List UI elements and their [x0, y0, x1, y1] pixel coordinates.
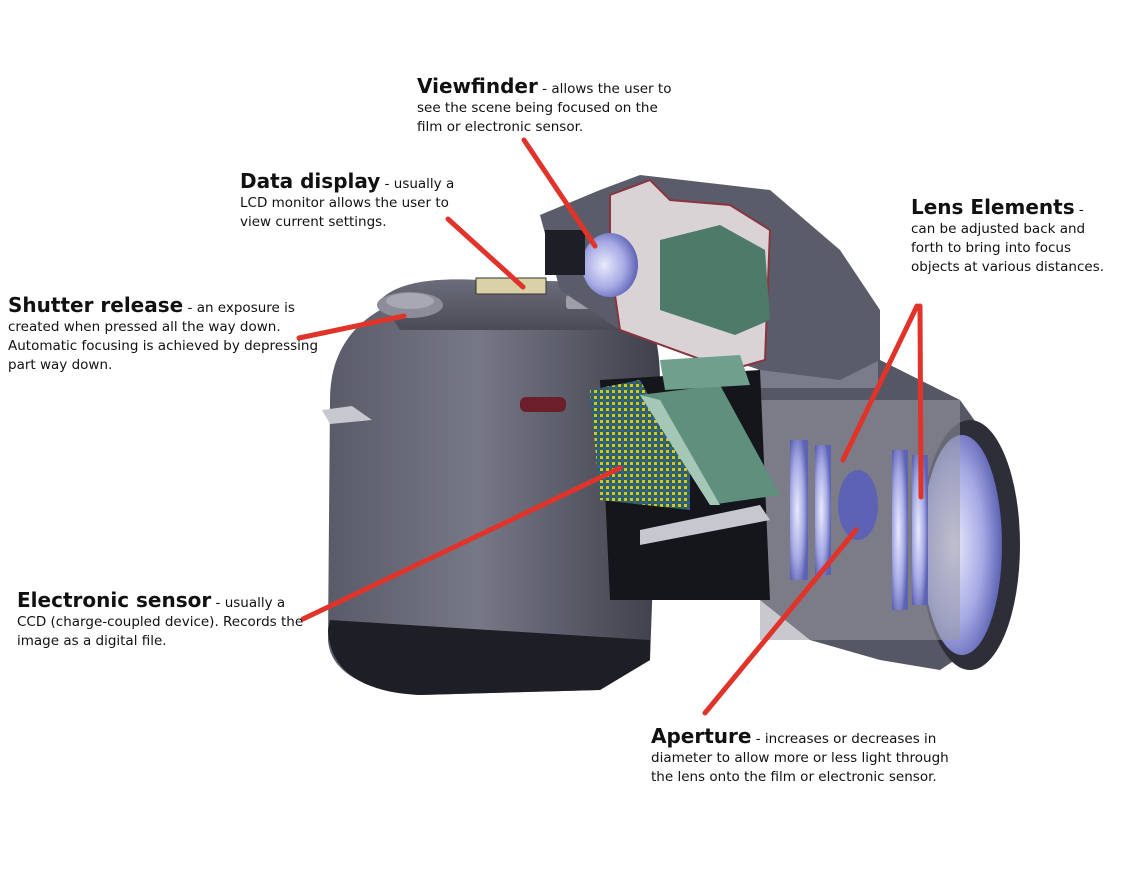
lens-element: [892, 450, 908, 610]
lens-element: [790, 440, 808, 580]
pentaprism: [660, 225, 770, 335]
callout-description: allows the user to see the scene being f…: [417, 81, 672, 135]
data-display-callout: Data display - usually a LCD monitor all…: [240, 169, 480, 232]
callout-separator: -: [537, 81, 552, 97]
eyepiece-lens: [582, 233, 638, 297]
lens-elements-leader-2: [917, 303, 924, 500]
lens-element: [912, 455, 928, 605]
callout-title: Aperture: [651, 724, 752, 748]
callout-title: Electronic sensor: [17, 588, 212, 612]
callout-separator: -: [211, 595, 225, 611]
callout-description: usually a LCD monitor allows the user to…: [240, 176, 455, 230]
callout-separator: -: [1074, 202, 1084, 218]
lcd-display: [475, 277, 547, 295]
callout-title: Data display: [240, 169, 381, 193]
shutter-release-leader: [296, 313, 407, 341]
callout-description: an exposure is created when pressed all …: [8, 300, 319, 373]
electronic-sensor-leader: [300, 465, 623, 622]
aperture-leader: [702, 527, 859, 716]
mirror-box: [590, 355, 780, 600]
callout-title: Viewfinder: [417, 74, 538, 98]
callout-title: Lens Elements: [911, 195, 1075, 219]
data-display-leader: [445, 216, 526, 290]
camera-body: [322, 277, 660, 695]
lens-element: [815, 445, 831, 575]
viewfinder-leader: [521, 137, 598, 249]
leader-lines: [296, 137, 924, 716]
callout-separator: -: [183, 300, 197, 316]
viewfinder-housing: [540, 175, 880, 380]
viewfinder-callout: Viewfinder - allows the user to see the …: [417, 74, 687, 137]
lens-elements-callout: Lens Elements - can be adjusted back and…: [911, 195, 1111, 277]
shutter-release-callout: Shutter release - an exposure is created…: [8, 293, 328, 375]
reflex-mirror: [640, 385, 780, 505]
callout-title: Shutter release: [8, 293, 184, 317]
lens-elements-leader-1: [840, 303, 920, 463]
ccd-sensor: [590, 380, 690, 510]
aperture-opening: [838, 470, 878, 540]
callout-description: usually a CCD (charge-coupled device). R…: [17, 595, 304, 649]
lens-barrel: [758, 350, 1020, 670]
electronic-sensor-callout: Electronic sensor - usually a CCD (charg…: [17, 588, 317, 651]
callout-separator: -: [380, 176, 394, 192]
callout-description: can be adjusted back and forth to bring …: [911, 221, 1105, 275]
callout-separator: -: [751, 731, 765, 747]
aperture-callout: Aperture - increases or decreases in dia…: [651, 724, 951, 787]
callout-description: increases or decreases in diameter to al…: [651, 731, 949, 785]
